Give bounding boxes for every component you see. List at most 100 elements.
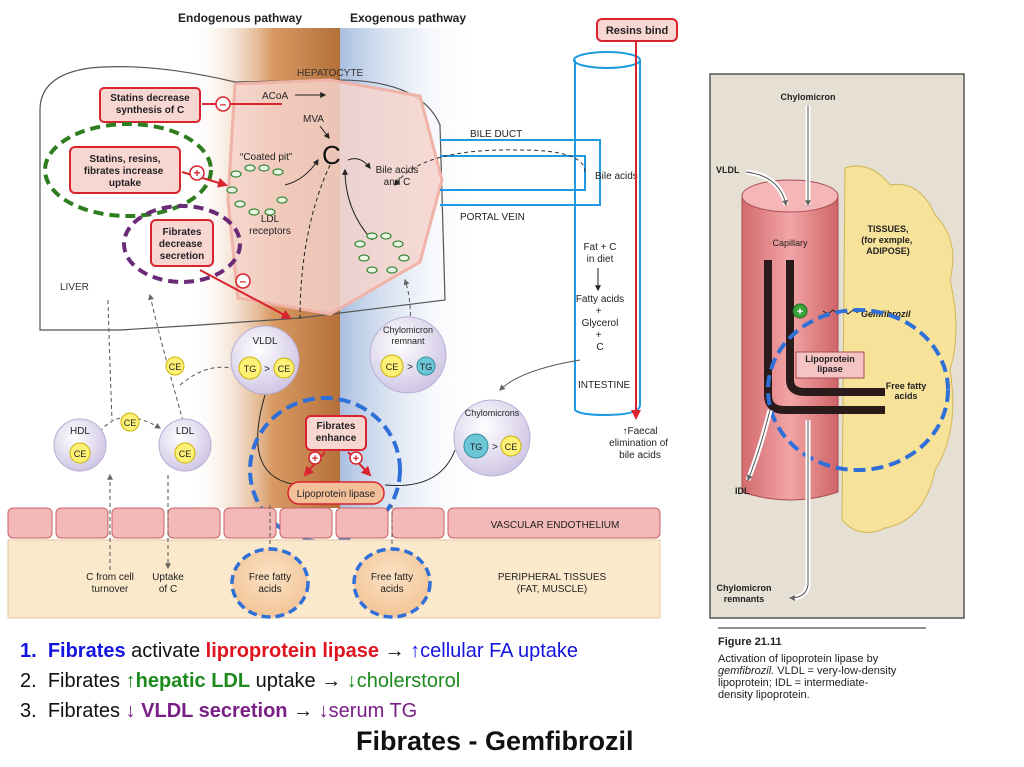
point-text: ↓cholerstorol	[346, 670, 461, 692]
cholesterol-c-label: C	[322, 140, 341, 170]
exogenous-title: Exogenous pathway	[350, 11, 466, 25]
key-points-list: 1. Fibrates activate liproprotein lipase…	[20, 636, 578, 726]
slide-title: Fibrates - Gemfibrozil	[356, 726, 634, 756]
plus-sign-icon: +	[189, 165, 205, 181]
svg-text:CE: CE	[505, 442, 518, 452]
receptor-icon	[354, 232, 410, 274]
chylo-to-lpl-curve	[384, 449, 456, 487]
peripheral-tissues-label: PERIPHERAL TISSUES(FAT, MUSCLE)	[498, 572, 607, 595]
liver-outline	[39, 66, 446, 331]
lipoprotein-lipase-text: Lipoprotein lipase	[297, 489, 376, 500]
svg-text:CE: CE	[179, 449, 192, 459]
green-dashed-highlight	[43, 122, 213, 218]
svg-text:TG: TG	[470, 442, 483, 452]
resins-bind-box	[596, 18, 678, 42]
purple-dashed-highlight	[122, 204, 242, 284]
lipoprotein-lipase-box	[795, 351, 865, 379]
point-text: Fibrates	[47, 700, 126, 722]
svg-text:–: –	[220, 97, 227, 111]
point-number: 2.	[20, 670, 37, 692]
point-number: 3.	[20, 700, 37, 722]
svg-text:LDL: LDL	[176, 426, 195, 437]
intestine-to-chylomicron-arrow	[499, 359, 581, 391]
vldl-to-lpl-curve	[257, 394, 301, 486]
key-point-3: 3. Fibrates ↓ VLDL secretion → ↓serum TG	[20, 696, 578, 726]
svg-text:>: >	[492, 442, 498, 453]
fatty-acids-label: Fatty acids+ Glycerol+ C	[576, 294, 624, 353]
svg-text:>: >	[407, 362, 413, 373]
figure-caption-text: Activation of lipoprotein lipase by gemf…	[718, 653, 899, 701]
capillary-opening	[741, 179, 839, 213]
point-text: Fibrates	[47, 640, 126, 662]
bile-acids-label: Bile acids	[595, 171, 638, 182]
minus-sign-icon: –	[215, 96, 231, 112]
point-text: activate	[125, 640, 206, 662]
fibrates-decrease-box	[150, 219, 214, 267]
srf-arrow	[181, 171, 228, 188]
svg-text:+: +	[797, 306, 803, 318]
svg-text:CE: CE	[278, 364, 291, 374]
bile-duct-and-intestine	[440, 51, 641, 417]
endogenous-title: Endogenous pathway	[178, 11, 302, 25]
chylomicron-label: Chylomicron	[780, 92, 835, 102]
statins-decrease-box	[99, 87, 201, 123]
point-text: ↓ VLDL secretion	[125, 700, 288, 722]
point-text: →	[379, 640, 411, 662]
hdl-particle: HDL CE	[53, 418, 107, 472]
liver-label: LIVER	[60, 282, 89, 293]
svg-text:TG: TG	[244, 364, 257, 374]
point-text: ↑cellular FA uptake	[410, 640, 579, 662]
point-text: ↓serum TG	[318, 700, 418, 722]
ldl-to-liver-dashed	[148, 293, 186, 429]
point-text: ↑hepatic LDL	[125, 670, 251, 692]
svg-text:+: +	[353, 453, 359, 465]
minus-sign-icon: –	[235, 273, 251, 289]
svg-text:VLDL: VLDL	[252, 336, 277, 347]
point-text: Fibrates	[47, 670, 126, 692]
coated-pit-label: “Coated pit”	[240, 152, 292, 163]
svg-text:HDL: HDL	[70, 426, 90, 437]
chylomicrons-particle: Chylomicrons TG > CE	[453, 399, 531, 477]
bile-duct-label: BILE DUCT	[470, 129, 522, 140]
flow-bar-right	[786, 260, 885, 396]
plus-sign-icon: +	[792, 303, 808, 319]
bile-acids-recycle-dashed	[394, 149, 586, 186]
svg-text:>: >	[264, 364, 270, 375]
svg-text:CE: CE	[169, 362, 182, 372]
gemfibrozil-label: Gemfibrozil	[861, 309, 911, 319]
key-point-1: 1. Fibrates activate liproprotein lipase…	[20, 636, 578, 666]
svg-text:+: +	[312, 453, 318, 465]
svg-text:–: –	[240, 274, 247, 288]
vldl-label: VLDL	[716, 165, 740, 175]
ldl-receptors-cluster	[226, 164, 410, 274]
svg-text:CE: CE	[74, 449, 87, 459]
vldl-particle: VLDL TG > CE	[230, 325, 300, 395]
mva-label: MVA	[303, 114, 324, 125]
ldl-particle: LDL CE	[158, 418, 212, 472]
c-to-bile-arrow	[347, 158, 371, 169]
point-text: uptake →	[250, 670, 347, 692]
receptor-icon	[226, 164, 288, 216]
fibrates-enhance-box	[305, 415, 367, 451]
point-text: →	[287, 700, 319, 722]
hepatocyte-label: HEPATOCYTE	[297, 68, 363, 79]
peripheral-tissues-area	[7, 539, 661, 619]
resins-bind-text: Resins bind	[606, 25, 668, 37]
svg-text:+: +	[193, 166, 200, 180]
svg-text:TG: TG	[420, 362, 433, 372]
statins-resins-fibrates-box	[69, 146, 181, 194]
figure-caption-title: Figure 21.11	[718, 636, 782, 648]
